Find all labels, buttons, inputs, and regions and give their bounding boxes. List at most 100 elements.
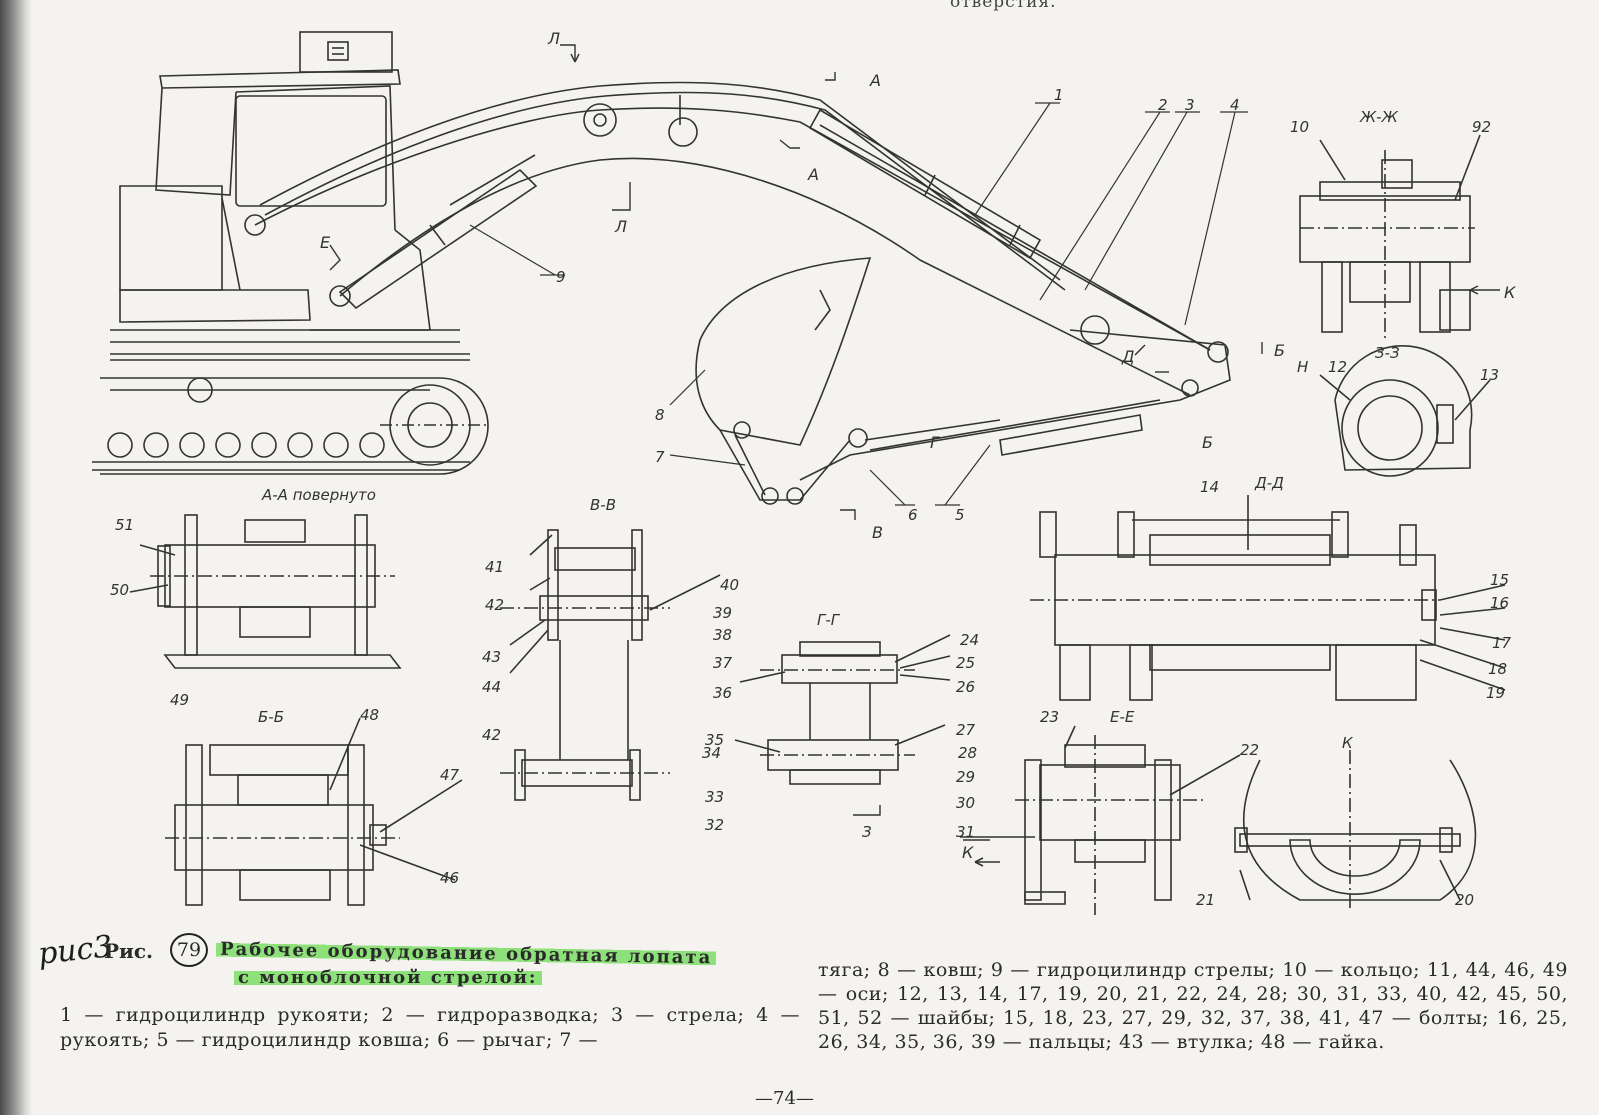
svg-text:2: 2 [1158,96,1168,114]
svg-text:А: А [869,71,881,90]
svg-text:Л: Л [547,29,560,48]
svg-text:3: 3 [1185,96,1195,114]
svg-text:42: 42 [485,596,504,614]
svg-text:Д: Д [1121,347,1135,366]
svg-text:18: 18 [1488,660,1507,678]
svg-text:К: К [1504,283,1516,302]
svg-text:Б: Б [1274,341,1285,360]
svg-text:50: 50 [110,581,129,599]
label-section-e-e: Е-Е [1110,708,1135,726]
label-section-g-g: Г-Г [817,611,841,629]
svg-text:20: 20 [1455,891,1474,909]
technical-drawing: А-А повернуто В-В Г-Г Д-Д Ж-Ж З-З Б-Б Е-… [92,29,1516,915]
handwritten-note: рис3 [36,929,115,972]
svg-text:23: 23 [1040,708,1059,726]
legend-text-left: 1 — гидроцилиндр рукояти; 2 — гидроразво… [60,1004,800,1051]
svg-text:8: 8 [655,406,665,424]
arm [799,315,1231,481]
section-b-b [165,717,463,906]
svg-text:Б: Б [1202,433,1213,452]
svg-text:35: 35 [705,731,724,749]
boom-cylinder [338,154,538,310]
svg-text:К: К [962,843,974,862]
legend-text-right: тяга; 8 — ковш; 9 — гидроцилиндр стрелы;… [818,959,1568,1053]
section-e-e [960,725,1241,915]
svg-text:Е: Е [320,233,331,252]
svg-text:Н: Н [1297,358,1308,376]
svg-text:З: З [862,823,872,841]
svg-text:48: 48 [360,706,379,724]
svg-text:40: 40 [720,576,739,594]
label-section-v-v: В-В [590,496,616,514]
boom [254,81,1211,396]
svg-text:21: 21 [1196,891,1215,909]
figure-label: Рис. [104,939,154,963]
svg-text:26: 26 [956,678,975,696]
svg-text:51: 51 [115,516,134,534]
svg-text:1: 1 [1054,86,1064,104]
svg-text:39: 39 [713,604,732,622]
svg-text:14: 14 [1200,478,1219,496]
svg-text:15: 15 [1490,571,1509,589]
svg-text:25: 25 [956,654,975,672]
svg-text:92: 92 [1472,118,1491,136]
svg-text:5: 5 [955,506,965,524]
section-markers [329,44,1500,841]
svg-text:19: 19 [1486,684,1505,702]
svg-text:17: 17 [1492,634,1512,652]
section-d-d [1030,495,1506,701]
svg-text:28: 28 [958,744,977,762]
caption-title-line1-highlighted: Рабочее оборудование обратная лопата [215,938,717,969]
svg-text:49: 49 [170,691,189,709]
excavator-body [92,31,490,475]
svg-text:24: 24 [960,631,979,649]
svg-text:31: 31 [956,823,975,841]
svg-text:6: 6 [908,506,918,524]
caption-title-line2-highlighted: с моноблочной стрелой: [234,967,542,988]
label-section-zh-zh: Ж-Ж [1359,108,1399,126]
section-g-g [734,634,951,785]
svg-text:10: 10 [1290,118,1309,136]
svg-text:42: 42 [482,726,501,744]
label-section-d-d: Д-Д [1254,474,1284,492]
cut-off-header-text: отверстия. [950,0,1057,12]
drawing-labels: А-А повернуто В-В Г-Г Д-Д Ж-Ж З-З Б-Б Е-… [110,29,1516,909]
svg-text:36: 36 [713,684,732,702]
label-section-b-b: Б-Б [258,708,284,726]
section-zh-zh [1299,134,1481,340]
svg-text:27: 27 [956,721,976,739]
svg-text:9: 9 [556,268,566,286]
arm-cylinder [808,108,1211,351]
svg-text:В: В [872,523,883,542]
svg-text:41: 41 [485,558,504,576]
section-z-z [1319,345,1491,477]
page-number: —74— [755,1088,814,1109]
svg-text:29: 29 [956,768,975,786]
svg-text:47: 47 [440,766,460,784]
svg-text:12: 12 [1328,358,1347,376]
svg-text:37: 37 [713,654,733,672]
svg-text:7: 7 [655,448,665,466]
svg-text:4: 4 [1230,96,1240,114]
svg-text:А: А [807,165,819,184]
bucket [695,257,1001,505]
svg-text:13: 13 [1480,366,1499,384]
svg-text:22: 22 [1240,741,1259,759]
view-k [1234,750,1477,910]
svg-text:32: 32 [705,816,724,834]
section-v-v [500,529,721,801]
svg-text:43: 43 [482,648,501,666]
svg-text:Л: Л [614,217,627,236]
svg-text:46: 46 [440,869,459,887]
svg-text:38: 38 [713,626,732,644]
svg-text:Г: Г [930,433,940,452]
svg-text:44: 44 [482,678,501,696]
svg-text:16: 16 [1490,594,1509,612]
scan-edge-shadow [0,0,32,1115]
label-section-a-a: А-А повернуто [261,486,376,504]
svg-text:33: 33 [705,788,724,806]
svg-text:30: 30 [956,794,975,812]
figure-number-circled: 79 [170,933,208,967]
section-a-a [129,514,402,669]
leader-lines [469,102,1248,506]
